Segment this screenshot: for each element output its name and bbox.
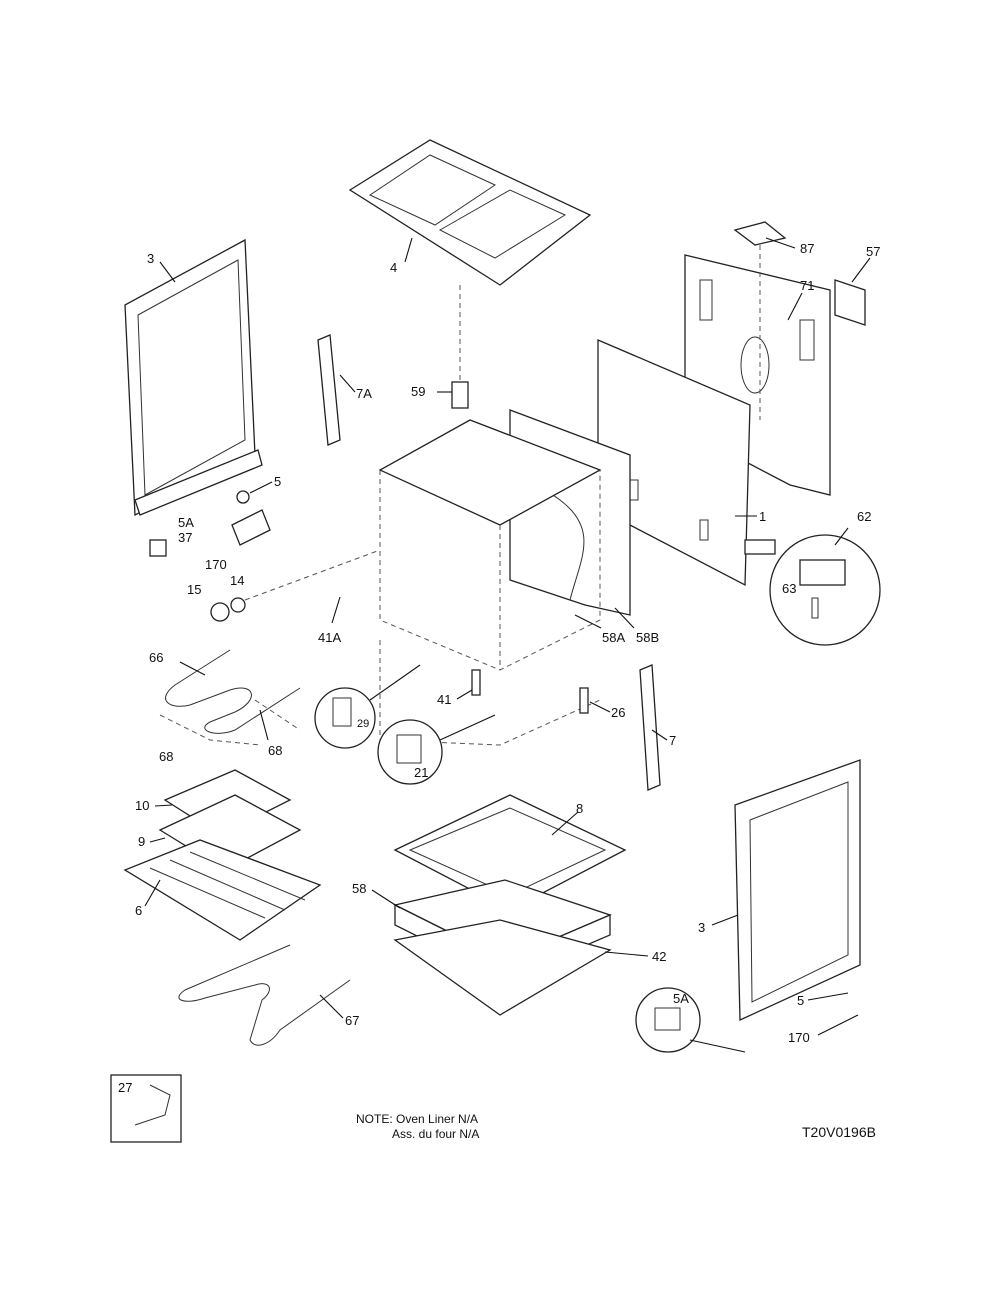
- label-26: 26: [611, 705, 625, 720]
- diagram-code: T20V0196B: [802, 1124, 876, 1140]
- label-63: 63: [782, 581, 796, 596]
- bake-element: [178, 944, 351, 1046]
- note-line-2: Ass. du four N/A: [392, 1127, 480, 1141]
- leader-lines: [144, 237, 871, 1036]
- label-9: 9: [138, 834, 145, 849]
- label-42: 42: [652, 949, 666, 964]
- label-3-right: 3: [698, 920, 705, 935]
- brackets-right: [471, 664, 661, 791]
- label-1: 1: [759, 509, 766, 524]
- cooktop-frame: [348, 139, 592, 390]
- label-5-left: 5: [274, 474, 281, 489]
- label-8: 8: [576, 801, 583, 816]
- side-panel-left: [124, 238, 263, 517]
- label-27: 27: [118, 1080, 132, 1095]
- label-68-right: 68: [268, 743, 282, 758]
- label-3-left: 3: [147, 251, 154, 266]
- small-parts-left: [149, 490, 381, 622]
- hinge-7a: [317, 334, 341, 446]
- inset-62: [744, 534, 881, 646]
- broil-element: [159, 649, 301, 746]
- inset-5a-right: [635, 987, 746, 1053]
- label-21: 21: [414, 765, 428, 780]
- label-7a: 7A: [356, 386, 372, 401]
- oven-cavity: [378, 419, 602, 746]
- label-62: 62: [857, 509, 871, 524]
- label-57: 57: [866, 244, 880, 259]
- label-66: 66: [149, 650, 163, 665]
- label-71: 71: [800, 278, 814, 293]
- label-7: 7: [669, 733, 676, 748]
- part-59: [451, 381, 469, 409]
- label-58b: 58B: [636, 630, 659, 645]
- label-87: 87: [800, 241, 814, 256]
- label-68-left: 68: [159, 749, 173, 764]
- label-5a-left: 5A: [178, 515, 194, 530]
- label-170-left: 170: [205, 557, 227, 572]
- callout-labels: 3 4 87 57 71 7A 59 5 5A 37 170 14 15 1 6…: [118, 241, 880, 1095]
- label-6: 6: [135, 903, 142, 918]
- label-10: 10: [135, 798, 149, 813]
- label-59: 59: [411, 384, 425, 399]
- label-58: 58: [352, 881, 366, 896]
- oven-rack: [123, 839, 322, 941]
- label-5-right: 5: [797, 993, 804, 1008]
- part-27-clip: [134, 1084, 171, 1126]
- note-line-1: NOTE: Oven Liner N/A: [356, 1112, 479, 1126]
- label-170-right: 170: [788, 1030, 810, 1045]
- label-4: 4: [390, 260, 397, 275]
- label-15: 15: [187, 582, 201, 597]
- drawer-parts: [393, 794, 627, 1016]
- inset-27: [110, 1074, 182, 1143]
- side-panel-right: [734, 759, 861, 1022]
- label-67: 67: [345, 1013, 359, 1028]
- label-29: 29: [357, 718, 369, 730]
- label-14: 14: [230, 573, 244, 588]
- label-37: 37: [178, 530, 192, 545]
- label-41a: 41A: [318, 630, 341, 645]
- inset-29: [314, 664, 421, 749]
- label-58a: 58A: [602, 630, 625, 645]
- label-41: 41: [437, 692, 451, 707]
- inset-21: [377, 714, 496, 785]
- label-5a-right: 5A: [673, 991, 689, 1006]
